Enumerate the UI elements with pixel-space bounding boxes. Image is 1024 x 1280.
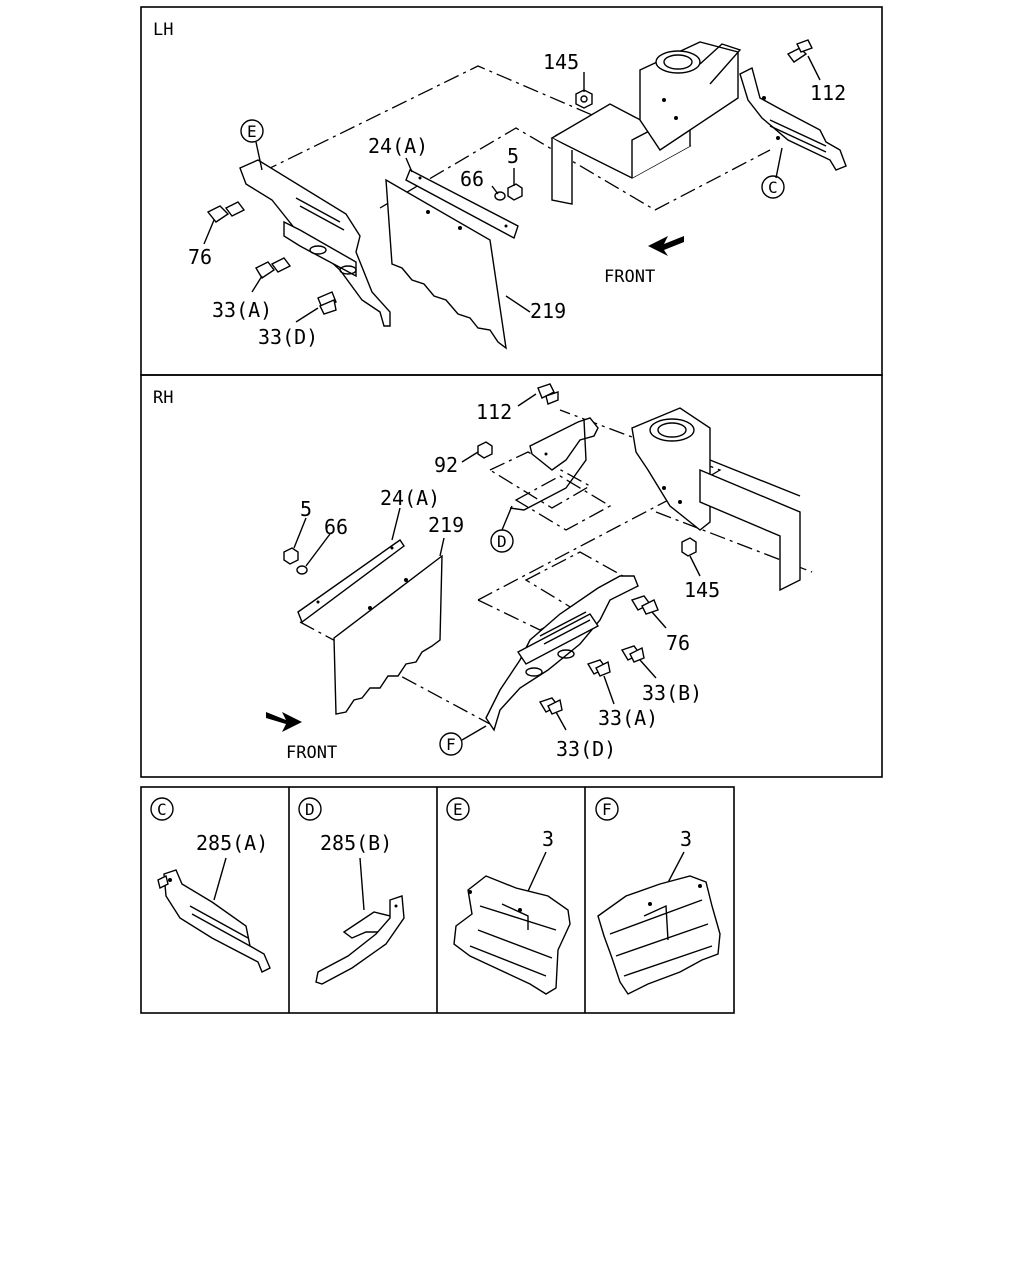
- lh-callout-e-circle: [240, 119, 264, 143]
- lh-bolt-76: [206, 201, 246, 223]
- detail-d-label: 285(B): [320, 831, 392, 855]
- rh-bolt-33b: [620, 645, 645, 663]
- rh-callout-f: F: [446, 735, 456, 754]
- rh-label-24a: 24(A): [380, 486, 440, 510]
- lh-nut-145: [575, 89, 593, 109]
- rh-nut-92: [477, 441, 493, 459]
- rh-front-label: FRONT: [286, 743, 337, 763]
- rh-panel: RH: [140, 374, 883, 778]
- lh-frame-crossmember: [550, 41, 742, 205]
- rh-label-33b: 33(B): [642, 681, 702, 705]
- lh-bracket-e: [239, 159, 391, 327]
- lh-label-145: 145: [543, 50, 579, 74]
- rh-frame-rail: [631, 407, 801, 592]
- lh-label-76: 76: [188, 245, 212, 269]
- rh-bolt-112: [537, 383, 559, 405]
- rh-nut-145: [681, 537, 697, 557]
- detail-e-id: E: [453, 800, 463, 819]
- rh-bracket-f: [485, 575, 639, 732]
- rh-front-arrow-icon: [266, 712, 302, 732]
- rh-label-33d: 33(D): [556, 737, 616, 761]
- detail-c-label: 285(A): [196, 831, 268, 855]
- lh-front-label: FRONT: [604, 267, 655, 287]
- lh-front-arrow-icon: [648, 236, 684, 256]
- rh-callout-d-circle: [490, 529, 514, 553]
- rh-callout-d: D: [497, 532, 507, 551]
- lh-plate-24a: [405, 169, 519, 240]
- lh-nut-5: [507, 183, 523, 201]
- rh-label-112: 112: [476, 400, 512, 424]
- rh-washer-66: [296, 565, 308, 575]
- rh-plate-24a: [297, 539, 405, 624]
- lh-label-24a: 24(A): [368, 134, 428, 158]
- rh-label-33a: 33(A): [598, 706, 658, 730]
- lh-label-66: 66: [460, 167, 484, 191]
- detail-c-id: C: [157, 800, 167, 819]
- lh-bolt-112: [786, 39, 813, 63]
- rh-mud-flap-219: [333, 554, 443, 715]
- lh-callout-e: E: [247, 122, 257, 141]
- lh-label-219: 219: [530, 299, 566, 323]
- detail-f: F 3: [595, 797, 721, 995]
- lh-label-33a: 33(A): [212, 298, 272, 322]
- rh-label-219: 219: [428, 513, 464, 537]
- lh-label-112: 112: [810, 81, 846, 105]
- lh-label-33d: 33(D): [258, 325, 318, 349]
- rh-label-5: 5: [300, 497, 312, 521]
- detail-d-id: D: [305, 800, 315, 819]
- rh-panel-frame: [140, 374, 883, 778]
- detail-e-label: 3: [542, 827, 554, 851]
- rh-bolt-76: [630, 595, 659, 615]
- lh-bolt-33a: [255, 257, 292, 279]
- detail-f-id: F: [602, 800, 612, 819]
- lh-washer-66: [494, 191, 506, 201]
- detail-e: E 3: [446, 797, 571, 995]
- rh-label-76: 76: [666, 631, 690, 655]
- lh-mud-flap-219: [385, 178, 507, 350]
- rh-bolt-33d: [538, 697, 563, 715]
- rh-label-145: 145: [684, 578, 720, 602]
- detail-f-label: 3: [680, 827, 692, 851]
- lh-callout-c: C: [768, 178, 778, 197]
- rh-panel-title: RH: [153, 388, 173, 408]
- lh-panel-title: LH: [153, 20, 173, 40]
- lh-bracket-c: [739, 66, 847, 171]
- lh-panel: LH: [140, 6, 883, 376]
- rh-label-92: 92: [434, 453, 458, 477]
- lh-callout-c-circle: [761, 175, 785, 199]
- detail-panels: C 285(A) D 285(B) E 3: [140, 786, 735, 1014]
- detail-c: C 285(A): [150, 797, 271, 973]
- rh-bracket-d: [509, 417, 599, 511]
- rh-label-66: 66: [324, 515, 348, 539]
- detail-d: D 285(B): [298, 797, 405, 985]
- rh-bolt-33a: [586, 659, 611, 677]
- lh-label-5: 5: [507, 144, 519, 168]
- rh-callout-f-circle: [439, 732, 463, 756]
- lh-bolt-33d: [317, 291, 337, 315]
- rh-nut-5: [283, 547, 299, 565]
